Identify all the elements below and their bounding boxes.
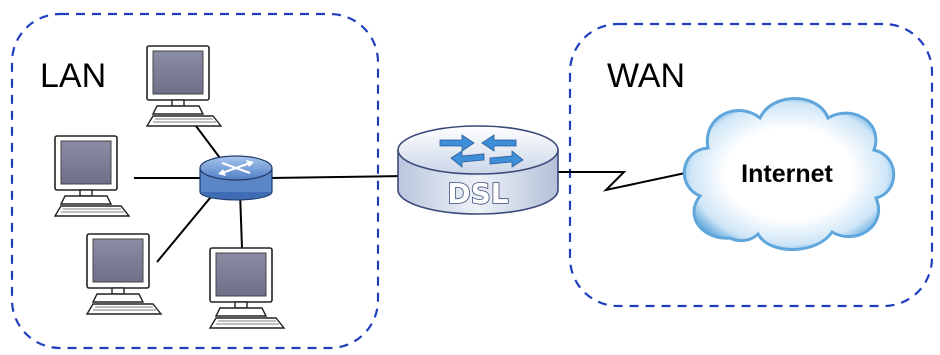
computer-icon [209, 247, 285, 329]
computer-icon [146, 45, 222, 127]
switch-icon [199, 155, 273, 201]
wan-zone-border [568, 22, 934, 308]
cloud-icon: Internet [682, 97, 896, 251]
computer-icon [86, 233, 162, 315]
dsl-router-icon: DSL [397, 125, 559, 215]
internet-label: Internet [741, 160, 833, 188]
wan-zone-label: WAN [607, 57, 685, 95]
connection-lines [134, 117, 691, 263]
lan-zone-border [10, 12, 380, 350]
lan-zone-label: LAN [40, 57, 106, 95]
dsl-router-label: DSL [447, 177, 508, 210]
computer-icon [54, 135, 130, 217]
